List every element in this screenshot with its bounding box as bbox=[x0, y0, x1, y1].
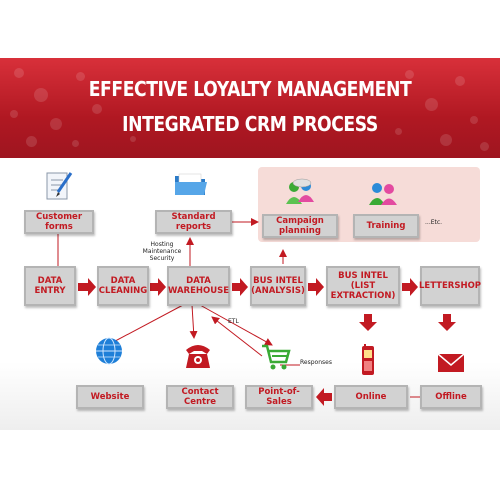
data-entry-box: DATA ENTRY bbox=[24, 266, 76, 306]
telephone-icon bbox=[186, 345, 210, 368]
document-pen-icon bbox=[46, 172, 73, 200]
arrow-extraction-lettershop bbox=[402, 278, 418, 296]
envelope-icon bbox=[437, 353, 465, 372]
arrow-lettershop-down bbox=[438, 314, 456, 331]
website-box: Website bbox=[76, 385, 144, 409]
arrow-entry-cleaning bbox=[78, 278, 96, 296]
standard-reports-box: Standard reports bbox=[155, 210, 232, 234]
header-banner: EFFECTIVE LOYALTY MANAGEMENT INTEGRATED … bbox=[0, 58, 500, 158]
arrow-warehouse-analysis bbox=[232, 278, 248, 296]
etc-note: ...Etc. bbox=[425, 219, 443, 226]
title-line1: EFFECTIVE LOYALTY MANAGEMENT bbox=[88, 77, 412, 101]
people-icon bbox=[369, 183, 397, 205]
online-box: Online bbox=[334, 385, 408, 409]
line-warehouse-to-cart bbox=[199, 304, 273, 346]
arrow-extraction-down bbox=[359, 314, 377, 331]
customer-forms-box: Customer forms bbox=[24, 210, 94, 234]
bus-intel-extraction-box: BUS INTEL (LIST EXTRACTION) bbox=[326, 266, 400, 306]
etl-note: ETL bbox=[228, 318, 239, 325]
folder-icon bbox=[175, 173, 207, 195]
training-box: Training bbox=[353, 214, 419, 238]
offline-box: Offline bbox=[420, 385, 482, 409]
point-of-sales-box: Point-of-Sales bbox=[245, 385, 313, 409]
campaign-planning-box: Campaign planning bbox=[262, 214, 338, 238]
contact-centre-box: Contact Centre bbox=[166, 385, 234, 409]
globe-icon bbox=[96, 337, 122, 365]
title-line2: INTEGRATED CRM PROCESS bbox=[122, 112, 378, 136]
lettershop-box: LETTERSHOP bbox=[419, 266, 481, 306]
arrow-analysis-extraction bbox=[308, 278, 324, 296]
line-warehouse-to-website bbox=[103, 304, 184, 348]
arrow-cleaning-warehouse bbox=[150, 278, 166, 296]
mobile-phone-icon bbox=[362, 344, 374, 375]
people-icon bbox=[286, 178, 314, 204]
hosting-note: Hosting Maintenance Security bbox=[142, 241, 182, 262]
data-cleaning-box: DATA CLEANING bbox=[97, 266, 149, 306]
data-warehouse-box: DATA WAREHOUSE bbox=[167, 266, 230, 306]
bus-intel-analysis-box: BUS INTEL (ANALYSIS) bbox=[250, 266, 306, 306]
arrow-online-pos bbox=[316, 388, 332, 406]
shopping-cart-icon bbox=[262, 344, 291, 370]
line-responses-to-warehouse bbox=[211, 316, 263, 357]
responses-note: Responses bbox=[300, 359, 332, 366]
line-warehouse-to-phone bbox=[189, 304, 198, 339]
